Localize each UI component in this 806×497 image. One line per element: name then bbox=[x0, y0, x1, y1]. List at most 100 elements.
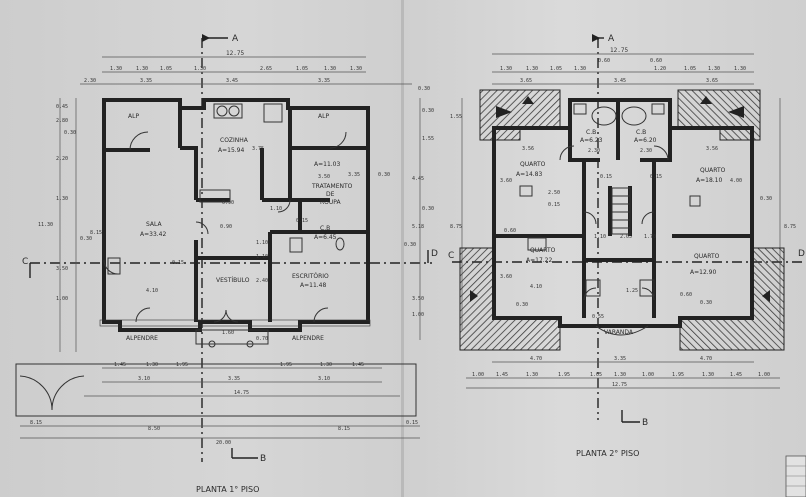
p2-dim-bot-r2-3: 1.95 bbox=[558, 372, 570, 378]
p2-dim-bot-r2-4: 1.05 bbox=[590, 372, 602, 378]
dim-left-4: 1.30 bbox=[56, 196, 68, 202]
p1-inner-8: 4.10 bbox=[146, 288, 158, 294]
dim-bot-r1-2: 1.95 bbox=[176, 362, 188, 368]
dim-bot-r3-1: 8.50 bbox=[148, 426, 160, 432]
p2-dim-top-r1-1: 1.30 bbox=[526, 66, 538, 72]
p2-inner-1: 3.56 bbox=[706, 146, 718, 152]
room-cozinha-area: A=15.94 bbox=[218, 147, 244, 154]
room-alpendre-left: ALPENDRE bbox=[126, 335, 158, 342]
room-sala-area: A=33.42 bbox=[140, 231, 166, 238]
room-escritorio: ESCRITÓRIO bbox=[292, 273, 329, 280]
p1-inner-4: 0.90 bbox=[222, 200, 234, 206]
dim-bot-r1-4: 1.30 bbox=[320, 362, 332, 368]
room-tratamento-area: A=11.03 bbox=[314, 161, 340, 168]
dim-bot-r2-2: 3.10 bbox=[318, 376, 330, 382]
p1-inner-1: 3.50 bbox=[318, 174, 330, 180]
p2-inner-19: 1.70 bbox=[644, 234, 656, 240]
dim-bot-r3-0: 8.15 bbox=[30, 420, 42, 426]
dim-right-4: 5.18 bbox=[412, 224, 424, 230]
p2-dim-bot-r2-5: 1.30 bbox=[614, 372, 626, 378]
dim-right-2: 4.45 bbox=[412, 176, 424, 182]
p2-side-right-0: 8.75 bbox=[784, 224, 796, 230]
dim-right-0: 0.30 bbox=[422, 108, 434, 114]
plan2-title: PLANTA 2° PISO bbox=[576, 449, 639, 458]
p2-inner-14: 0.30 bbox=[700, 300, 712, 306]
p2-interior-walls bbox=[494, 100, 752, 318]
p2-dim-top-r0-0: 0.60 bbox=[598, 58, 610, 64]
dim-top-r2-4: 0.30 bbox=[418, 86, 430, 92]
dim-top-r2-1: 3.35 bbox=[140, 78, 152, 84]
p2-inner-9: 3.60 bbox=[500, 274, 512, 280]
dim-top-r1-0: 1.30 bbox=[110, 66, 122, 72]
dim-left-5: 8.15 bbox=[90, 230, 102, 236]
p2-inner-2: 2.30 bbox=[588, 148, 600, 154]
p2-room-varanda: VARANDA bbox=[604, 329, 634, 336]
section-c-label-2: C bbox=[448, 251, 454, 261]
dim-bot-r3-2: 8.15 bbox=[338, 426, 350, 432]
dim-top-overall: 12.75 bbox=[226, 50, 244, 57]
dim-left-total: 11.30 bbox=[38, 222, 53, 228]
p2-varanda-curve bbox=[595, 325, 649, 336]
dim-left-0: 0.45 bbox=[56, 104, 68, 110]
p2-dim-bot-r2-7: 1.95 bbox=[672, 372, 684, 378]
room-tratamento: TRATAMENTO bbox=[311, 183, 353, 190]
p2-dim-top-r2-2: 3.65 bbox=[706, 78, 718, 84]
p1-inner-13: 0.15 bbox=[172, 260, 184, 266]
p2-room-quarto2-area: A=18.10 bbox=[696, 177, 722, 184]
p1-inner-3: 0.30 bbox=[378, 172, 390, 178]
p2-door-swings bbox=[559, 145, 669, 301]
dim-left-8: 1.00 bbox=[56, 296, 68, 302]
p2-inner-17: 0.60 bbox=[680, 292, 692, 298]
plan1-stove bbox=[263, 103, 283, 123]
p2-inner-18: 2.05 bbox=[620, 234, 632, 240]
p2-inner-20: 0.55 bbox=[592, 314, 604, 320]
dim-right-3: 0.30 bbox=[422, 206, 434, 212]
room-alp-right: ALP bbox=[318, 113, 329, 120]
room-alpendre-right: ALPENDRE bbox=[292, 335, 324, 342]
room-escritorio-area: A=11.48 bbox=[300, 282, 326, 289]
dim-right-6: 3.50 bbox=[412, 296, 424, 302]
p2-inner-7: 0.15 bbox=[600, 174, 612, 180]
dim-top-r1-7: 1.30 bbox=[350, 66, 362, 72]
plan1-fireplace bbox=[107, 257, 121, 275]
dim-left-2: 0.30 bbox=[64, 130, 76, 136]
p2-dim-top-r1-3: 1.30 bbox=[574, 66, 586, 72]
section-a-label-2: A bbox=[608, 34, 615, 44]
dim-left-3: 2.20 bbox=[56, 156, 68, 162]
plan1-lot-outline bbox=[15, 363, 417, 417]
p2-inner-6: 2.50 bbox=[548, 190, 560, 196]
p2-inner-0: 3.56 bbox=[522, 146, 534, 152]
p1-inner-0: 3.75 bbox=[252, 146, 264, 152]
p2-inner-13: 0.30 bbox=[516, 302, 528, 308]
dim-left-7: 3.50 bbox=[56, 266, 68, 272]
title-block-corner bbox=[785, 455, 806, 497]
p2-tub-left bbox=[591, 106, 617, 126]
dim-top-r1-3: 1.30 bbox=[194, 66, 206, 72]
room-cozinha: COZINHA bbox=[220, 137, 249, 144]
p2-dim-bot-r2-9: 1.45 bbox=[730, 372, 742, 378]
plan-2: A B C D 12.75 0.60 0.60 1.30 1.30 1.05 1… bbox=[448, 34, 805, 458]
p2-inner-5: 4.00 bbox=[730, 178, 742, 184]
dim-right-7: 1.00 bbox=[412, 312, 424, 318]
p2-room-cb2-area: A=6.20 bbox=[634, 137, 657, 144]
p2-dim-top-r1-0: 1.30 bbox=[500, 66, 512, 72]
p2-dim-top-r1-7: 1.30 bbox=[734, 66, 746, 72]
dim-bot-overall: 14.75 bbox=[234, 390, 249, 396]
p2-inner-8: 0.15 bbox=[650, 174, 662, 180]
p2-inner-11: 0.60 bbox=[504, 228, 516, 234]
p1-inner-12: 1.10 bbox=[256, 254, 268, 260]
p2-dim-bot-r1-0: 4.70 bbox=[530, 356, 542, 362]
p2-dim-bot-r2-1: 1.45 bbox=[496, 372, 508, 378]
room-tratamento-de: DE bbox=[326, 191, 335, 198]
p2-dim-bot-r2-2: 1.30 bbox=[526, 372, 538, 378]
dim-top-r2-0: 2.30 bbox=[84, 78, 96, 84]
p1-inner-11: 1.60 bbox=[222, 330, 234, 336]
p1-inner-2: 3.35 bbox=[348, 172, 360, 178]
dim-right-1: 1.55 bbox=[422, 136, 434, 142]
dim-bot-r1-0: 1.45 bbox=[114, 362, 126, 368]
dim-bot-r1-5: 1.45 bbox=[352, 362, 364, 368]
p2-room-quarto4: QUARTO bbox=[694, 253, 720, 260]
p2-inner-15: 1.10 bbox=[594, 234, 606, 240]
dim-top-r2-2: 3.45 bbox=[226, 78, 238, 84]
